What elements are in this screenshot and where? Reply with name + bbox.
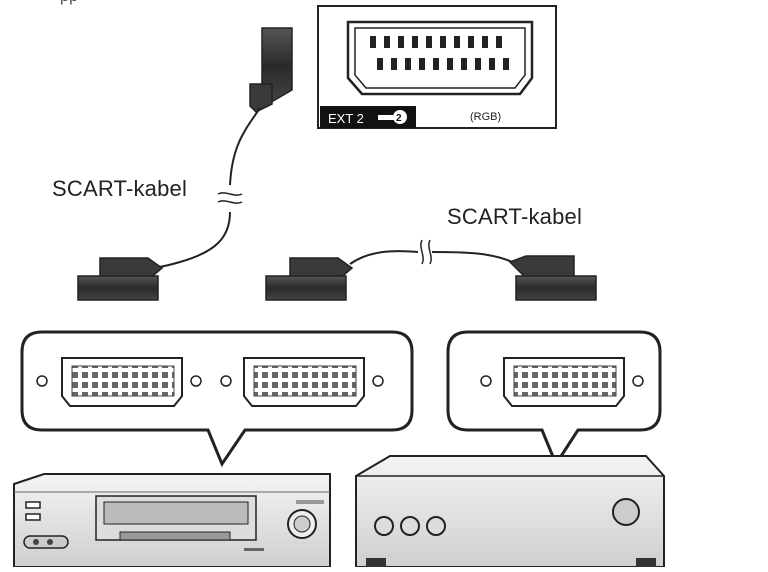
scart-cable-left — [77, 27, 293, 301]
port-label: EXT 2 — [328, 111, 364, 126]
scart-socket-icon — [61, 357, 183, 407]
top-text-fragment: pp — [60, 0, 78, 6]
scart-socket-icon — [243, 357, 365, 407]
scart-cable-right — [265, 239, 597, 301]
cable-label-left: SCART-kabel — [52, 176, 188, 201]
vcr-device-icon — [13, 473, 331, 568]
scart-connector-icon — [265, 257, 354, 301]
scart-connector-icon — [249, 27, 293, 113]
scart-connector-icon — [77, 257, 164, 301]
receiver-device-icon — [355, 455, 665, 568]
scart-socket-icon — [346, 20, 534, 96]
tv-scart-panel: EXT 2 2 (RGB) — [317, 5, 557, 129]
cable-label-right: SCART-kabel — [447, 204, 583, 229]
port-mode: (RGB) — [470, 111, 501, 123]
scart-connector-icon — [508, 255, 597, 301]
vcr-rear-callout — [20, 330, 414, 468]
scart-socket-icon — [503, 357, 625, 407]
port-number: 2 — [396, 113, 402, 124]
receiver-rear-callout — [446, 330, 662, 468]
